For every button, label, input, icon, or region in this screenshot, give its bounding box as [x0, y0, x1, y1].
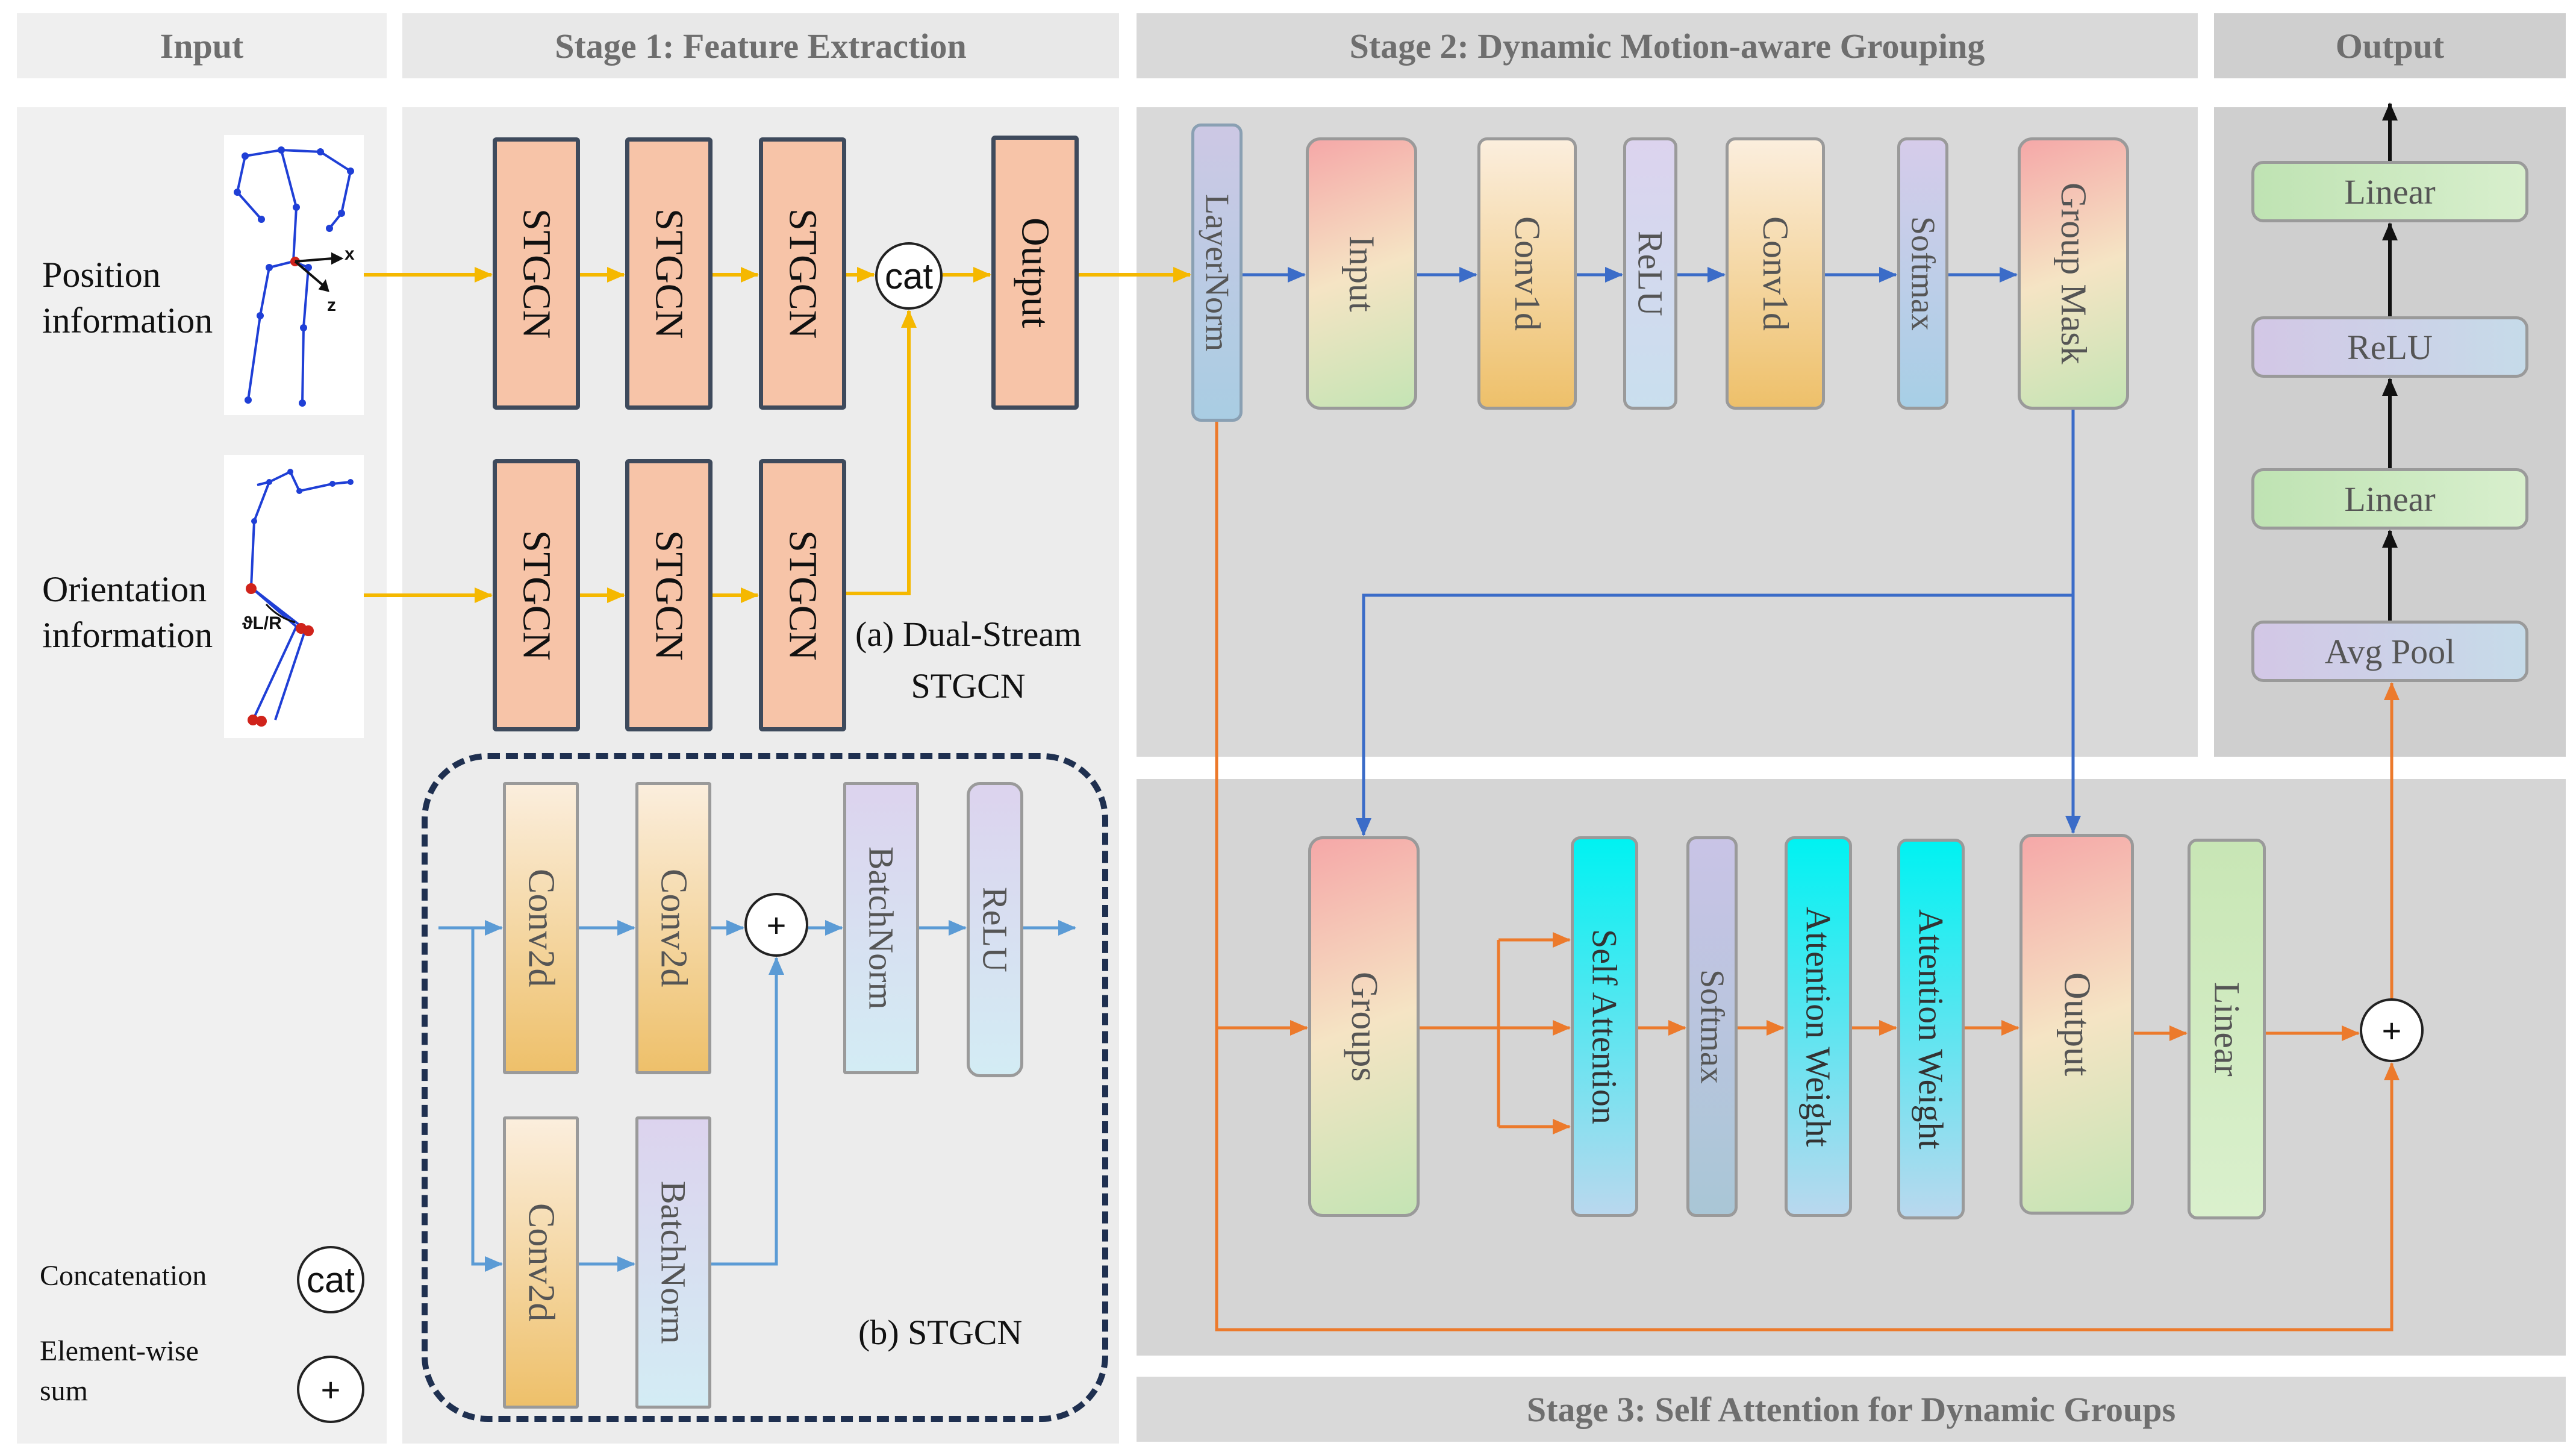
axis-z-label: z — [327, 295, 336, 315]
conv1d-block-1: Conv1d — [1477, 137, 1577, 410]
attention-weight-block-2: Attention Weight — [1897, 839, 1965, 1219]
detail-conv2d-top-2: Conv2d — [635, 782, 711, 1074]
arrow-orientation-to-cat — [846, 310, 917, 595]
detail-conv2d-bottom: Conv2d — [503, 1116, 579, 1409]
stage3-sum-node: + — [2360, 998, 2424, 1062]
detail-bn-to-sum — [711, 957, 784, 1266]
arrow-layernorm-down — [1215, 422, 1308, 1036]
dual-stream-caption: (a) Dual-Stream STGCN — [855, 615, 1082, 706]
position-skeleton-image — [224, 135, 364, 415]
arrow-groupmask-to-groups — [1356, 593, 2073, 836]
stgcn-position-1: STGCN — [493, 137, 580, 410]
header-stage3: Stage 3: Self Attention for Dynamic Grou… — [1137, 1377, 2566, 1442]
output-relu: ReLU — [2251, 316, 2528, 378]
orientation-skeleton-image — [224, 455, 364, 738]
legend-concatenation-label: Concatenation — [40, 1260, 207, 1292]
detail-sum-node: + — [744, 893, 808, 957]
stage3-output-block: Output — [2019, 834, 2134, 1215]
stgcn-orientation-2: STGCN — [625, 459, 713, 731]
group-mask-block: Group Mask — [2018, 137, 2129, 410]
output-linear-top: Linear — [2251, 161, 2528, 222]
groups-block: Groups — [1308, 836, 1420, 1217]
legend-sum-symbol: + — [297, 1356, 364, 1423]
detail-batchnorm-bottom: BatchNorm — [635, 1116, 711, 1409]
stage2-input-block: Input — [1306, 137, 1417, 410]
axis-x-label: x — [345, 244, 355, 264]
position-information-label: Position information — [42, 255, 213, 340]
stage3-linear-block: Linear — [2188, 839, 2266, 1219]
layernorm-block: LayerNorm — [1191, 124, 1243, 422]
theta-label: ϑL/R — [242, 613, 282, 633]
detail-conv2d-top-1: Conv2d — [503, 782, 579, 1074]
stage1-output-block: Output — [991, 136, 1079, 410]
detail-relu: ReLU — [967, 782, 1023, 1077]
header-stage2: Stage 2: Dynamic Motion-aware Grouping — [1137, 13, 2198, 78]
header-input: Input — [17, 13, 387, 78]
stgcn-detail-box — [422, 753, 1108, 1422]
stage3-softmax-block: Softmax — [1686, 836, 1738, 1217]
stage2-relu-block: ReLU — [1623, 137, 1677, 410]
cat-node: cat — [875, 242, 943, 310]
orientation-information-label: Orientation information — [42, 569, 213, 655]
output-linear-bottom: Linear — [2251, 468, 2528, 530]
conv1d-block-2: Conv1d — [1726, 137, 1825, 410]
legend-concat-symbol: cat — [297, 1246, 364, 1313]
stage2-softmax-block: Softmax — [1897, 137, 1948, 410]
stgcn-orientation-3: STGCN — [759, 459, 846, 731]
detail-batchnorm-top: BatchNorm — [843, 782, 919, 1074]
output-avg-pool: Avg Pool — [2251, 621, 2528, 682]
header-output: Output — [2214, 13, 2566, 78]
header-stage1: Stage 1: Feature Extraction — [402, 13, 1119, 78]
legend-sum-label: Element-wise sum — [40, 1335, 199, 1407]
self-attention-block: Self Attention — [1571, 836, 1638, 1217]
stgcn-position-3: STGCN — [759, 137, 846, 410]
stgcn-detail-caption: (b) STGCN — [858, 1313, 1023, 1352]
arrow-residual-path — [1215, 1028, 2400, 1331]
stgcn-orientation-1: STGCN — [493, 459, 580, 731]
detail-branch-down — [471, 928, 503, 1272]
stgcn-position-2: STGCN — [625, 137, 713, 410]
attention-weight-block-1: Attention Weight — [1785, 836, 1852, 1217]
